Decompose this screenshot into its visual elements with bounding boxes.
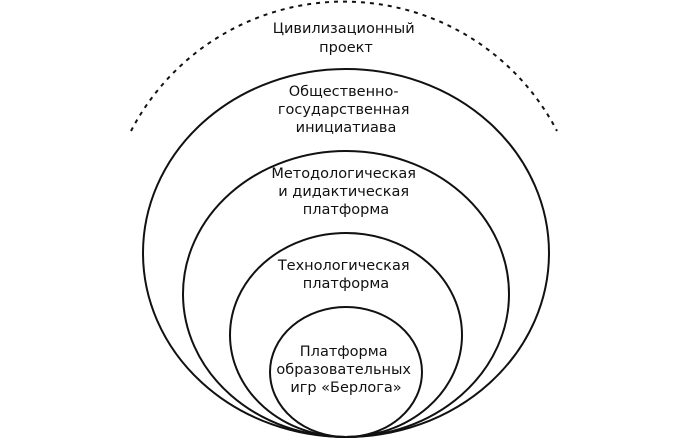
- public-state-initiative-label-line-3: инициатиава: [296, 120, 397, 136]
- game-platform-berloga-label-line-3: игр «Берлога»: [290, 380, 401, 396]
- game-platform-berloga-label-line-2: образовательных: [276, 362, 411, 378]
- public-state-initiative-label: Общественно- государственная инициатиава: [278, 84, 414, 136]
- methodological-platform-label-line-1: Методологическая: [271, 166, 416, 182]
- technological-platform-label-line-2: платформа: [303, 276, 389, 292]
- public-state-initiative-label-line-2: государственная: [278, 102, 410, 118]
- game-platform-berloga-label-line-1: Платформа: [300, 344, 388, 360]
- methodological-platform-label-line-3: платформа: [303, 202, 389, 218]
- public-state-initiative-label-line-1: Общественно-: [289, 84, 399, 100]
- civilization-project-label-line-1: Цивилизационный: [273, 21, 415, 37]
- game-platform-berloga-circle: [269, 306, 423, 438]
- civilization-project-label: Цивилизационный проект: [273, 21, 420, 56]
- civilization-project-label-line-2: проект: [319, 40, 373, 56]
- methodological-platform-label: Методологическая и дидактическая платфор…: [271, 166, 420, 218]
- game-platform-berloga-label: Платформа образовательных игр «Берлога»: [276, 344, 415, 396]
- technological-platform-label-line-1: Технологическая: [277, 258, 410, 274]
- methodological-platform-label-line-2: и дидактическая: [278, 184, 409, 200]
- technological-platform-label: Технологическая платформа: [277, 258, 414, 292]
- civilization-project-arc: [130, 0, 558, 132]
